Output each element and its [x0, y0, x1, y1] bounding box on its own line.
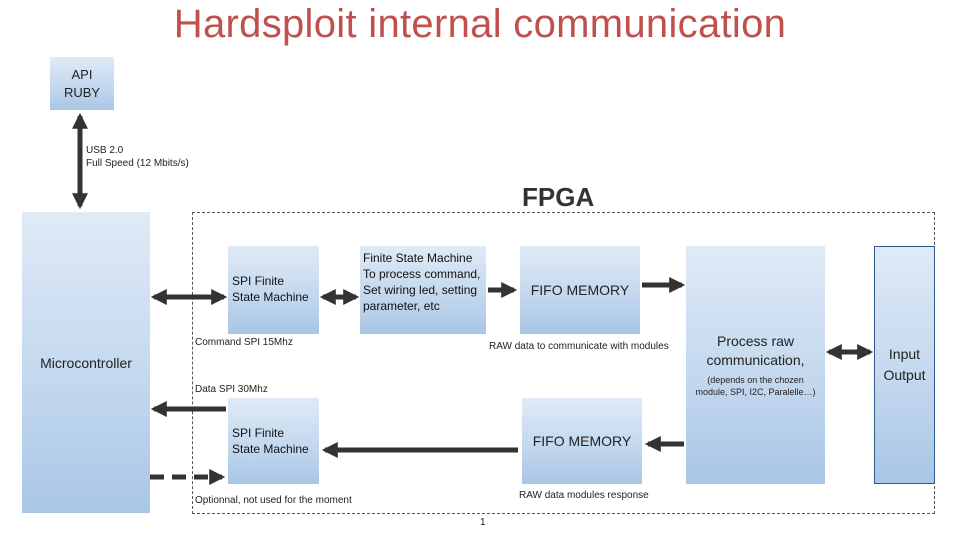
api-label: API — [71, 66, 93, 82]
usb-label: USB 2.0 Full Speed (12 Mbits/s) — [86, 144, 189, 170]
spi-fsm-bottom-label: SPI Finite State Machine — [232, 426, 309, 456]
fifo-bottom-label: FIFO MEMORY — [532, 433, 632, 449]
optional-label: Optionnal, not used for the moment — [195, 495, 352, 506]
input-label: Input — [888, 346, 921, 362]
spi-fsm-bottom-box: SPI Finite State Machine — [228, 398, 319, 484]
output-label: Output — [883, 367, 926, 383]
process-raw-sub: (depends on the chozen module, SPI, I2C,… — [695, 375, 816, 397]
raw-to-modules-label: RAW data to communicate with modules — [489, 341, 669, 352]
raw-response-label: RAW data modules response — [519, 490, 649, 501]
command-spi-label: Command SPI 15Mhz — [195, 337, 293, 348]
usb-speed: Full Speed (12 Mbits/s) — [86, 158, 189, 169]
api-ruby-box: API RUBY — [50, 57, 114, 110]
data-spi-label: Data SPI 30Mhz — [195, 384, 268, 395]
spi-fsm-top-label: SPI Finite State Machine — [232, 274, 309, 304]
process-raw-box: Process raw communication, (depends on t… — [686, 246, 825, 484]
fsm-process-box: Finite State Machine To process command,… — [360, 246, 486, 334]
page-number: 1 — [480, 517, 486, 528]
page-title: Hardsploit internal communication — [173, 2, 787, 46]
fifo-top-box: FIFO MEMORY — [520, 246, 640, 334]
fpga-label: FPGA — [522, 182, 595, 212]
spi-fsm-top-box: SPI Finite State Machine — [228, 246, 319, 334]
fifo-top-label: FIFO MEMORY — [530, 282, 630, 298]
microcontroller-box: Microcontroller — [22, 212, 150, 513]
microcontroller-label: Microcontroller — [40, 354, 132, 371]
input-output-box: Input Output — [874, 246, 935, 484]
usb-version: USB 2.0 — [86, 145, 124, 156]
fsm-process-label: Finite State Machine To process command,… — [363, 251, 481, 313]
process-raw-label: Process raw communication, — [706, 333, 805, 368]
fifo-bottom-box: FIFO MEMORY — [522, 398, 642, 484]
ruby-label: RUBY — [63, 84, 101, 100]
